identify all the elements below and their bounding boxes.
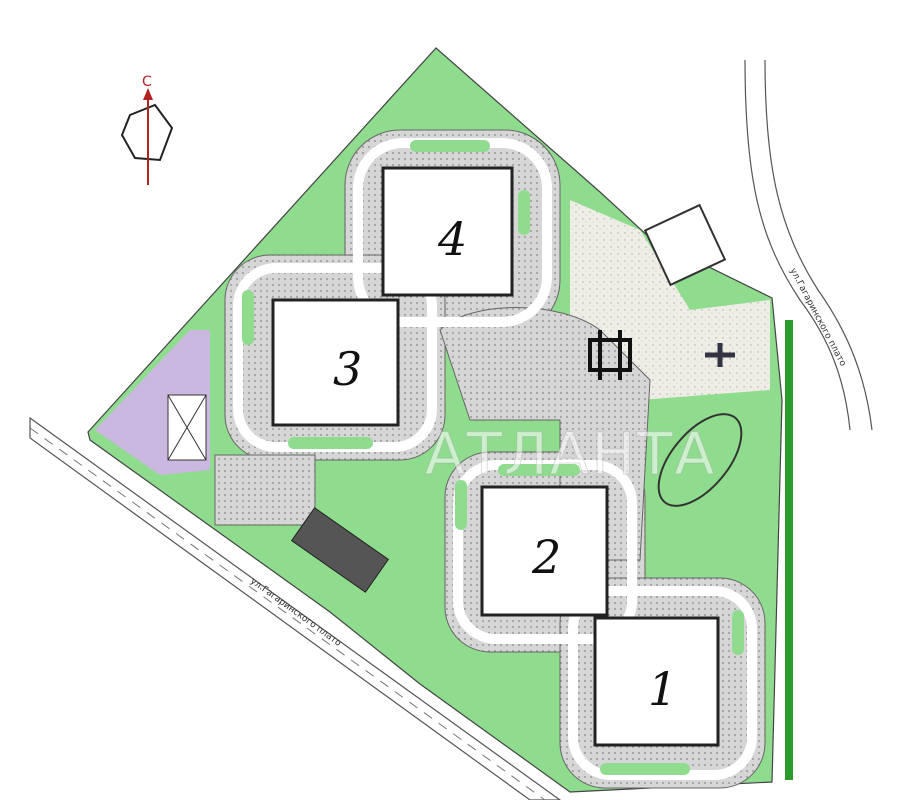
- svg-text:С: С: [142, 74, 152, 90]
- sports-equipment: [705, 343, 735, 367]
- building-2: 2: [480, 485, 609, 617]
- svg-text:4: 4: [437, 212, 467, 266]
- svg-text:1: 1: [648, 662, 677, 716]
- watermark: АТЛАНТА: [425, 420, 716, 488]
- svg-text:2: 2: [531, 530, 561, 584]
- hedge: [785, 320, 793, 780]
- path-loop: [657, 413, 743, 507]
- lawn-strips: [242, 140, 744, 775]
- svg-text:3: 3: [333, 342, 362, 396]
- building-4: 4: [381, 166, 514, 297]
- parking-structure: [290, 507, 390, 593]
- north-compass-icon: С: [120, 74, 174, 185]
- playground-equipment: [588, 330, 632, 380]
- building-1: 1: [593, 616, 720, 747]
- building-3: 3: [271, 298, 400, 427]
- street-label-right: ул.Гагаринского плато: [787, 267, 847, 369]
- substation: [643, 203, 727, 287]
